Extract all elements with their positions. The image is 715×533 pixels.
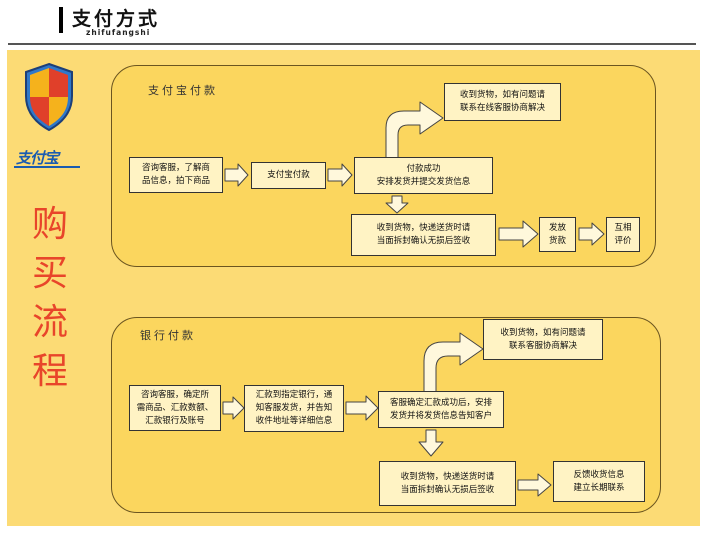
- arrow-right-icon: [345, 395, 379, 421]
- logo-underline: [14, 166, 80, 168]
- purchase-process-title: 购 买 流 程: [25, 200, 75, 396]
- header-title: 支付方式: [72, 8, 161, 30]
- arrow-right-icon: [498, 220, 539, 248]
- box-line: 发放: [548, 222, 566, 233]
- box-line: 建立长期联系: [573, 482, 625, 493]
- box-line: 当面拆封确认无损后签收: [376, 236, 471, 246]
- box-line: 联系在线客服协商解决: [459, 103, 545, 113]
- alipay-release-box: 发放货款: [539, 217, 576, 252]
- alipay-review-box: 互相评价: [606, 217, 640, 252]
- alipay-pay-box: 支付宝付款: [251, 162, 326, 189]
- alipay-section-label: 支付宝付款: [148, 84, 218, 97]
- box-line: 货款: [548, 235, 566, 246]
- title-char: 买: [31, 253, 68, 294]
- box-line: 付款成功: [406, 163, 441, 174]
- arrow-right-icon: [327, 163, 353, 187]
- arrow-right-icon: [517, 473, 552, 497]
- alipay-receive-box: 收到货物，快递送货时请当面拆封确认无损后签收: [351, 214, 496, 256]
- box-line: 安排发货并提交发货信息: [376, 176, 471, 187]
- curved-arrow-up-icon: [385, 101, 444, 160]
- box-line: 咨询客服，了解商: [141, 163, 210, 173]
- bank-issue-box: 收到货物，如有问题请联系客服协商解决: [483, 319, 603, 360]
- box-line: 收到货物，如有问题请: [500, 327, 586, 338]
- box-line: 客服确定汇款成功后，安排: [389, 397, 492, 408]
- box-line: 联系客服协商解决: [508, 340, 577, 351]
- curved-arrow-up-icon: [423, 332, 484, 393]
- shield-icon: [25, 62, 73, 132]
- bank-confirm-box: 客服确定汇款成功后，安排发货并将发货信息告知客户: [378, 391, 504, 428]
- box-line: 支付宝付款: [267, 170, 310, 180]
- box-line: 当面拆封确认无损后签收: [400, 484, 495, 495]
- alipay-consult-box: 咨询客服，了解商品信息，拍下商品: [129, 157, 223, 193]
- box-line: 收到货物，如有问题请: [459, 90, 545, 100]
- alipay-paid-box: 付款成功安排发货并提交发货信息: [354, 157, 493, 194]
- bank-section-label: 银行付款: [140, 329, 196, 342]
- bank-receive-box: 收到货物，快递送货时请当面拆封确认无损后签收: [379, 461, 516, 506]
- title-char: 程: [31, 351, 68, 392]
- page-header: 支付方式 zhifufangshi: [0, 0, 715, 48]
- arrow-right-icon: [578, 222, 605, 246]
- header-divider: [8, 43, 696, 45]
- bank-feedback-box: 反馈收货信息建立长期联系: [553, 461, 645, 502]
- header-subtitle: zhifufangshi: [86, 28, 151, 37]
- title-char: 购: [31, 204, 68, 245]
- arrow-down-icon: [418, 429, 444, 457]
- box-line: 发货并将发货信息告知客户: [389, 410, 492, 421]
- box-line: 收到货物，快递送货时请: [400, 471, 495, 482]
- box-line: 知客服发货，并告知: [255, 403, 333, 413]
- box-line: 评价: [614, 235, 632, 246]
- box-line: 汇款银行及账号: [145, 415, 205, 426]
- box-line: 收件地址等详细信息: [255, 416, 333, 426]
- box-line: 反馈收货信息: [573, 469, 625, 480]
- box-line: 品信息，拍下商品: [141, 176, 210, 186]
- arrow-right-icon: [224, 163, 249, 187]
- box-line: 收到货物，快递送货时请: [376, 223, 471, 233]
- alipay-issue-box: 收到货物，如有问题请联系在线客服协商解决: [444, 83, 561, 121]
- arrow-down-icon: [385, 195, 409, 214]
- alipay-logo: 支付宝: [16, 149, 59, 167]
- box-line: 需商品、汇款数额、: [136, 402, 214, 413]
- box-line: 互相: [614, 222, 632, 233]
- bank-transfer-box: 汇款到指定银行，通知客服发货，并告知收件地址等详细信息: [244, 385, 344, 432]
- header-accent-bar: [59, 7, 63, 33]
- box-line: 汇款到指定银行，通: [255, 390, 333, 400]
- title-char: 流: [31, 302, 68, 343]
- box-line: 咨询客服，确定所: [140, 389, 209, 400]
- bank-consult-box: 咨询客服，确定所需商品、汇款数额、汇款银行及账号: [129, 385, 221, 431]
- arrow-right-icon: [222, 396, 245, 420]
